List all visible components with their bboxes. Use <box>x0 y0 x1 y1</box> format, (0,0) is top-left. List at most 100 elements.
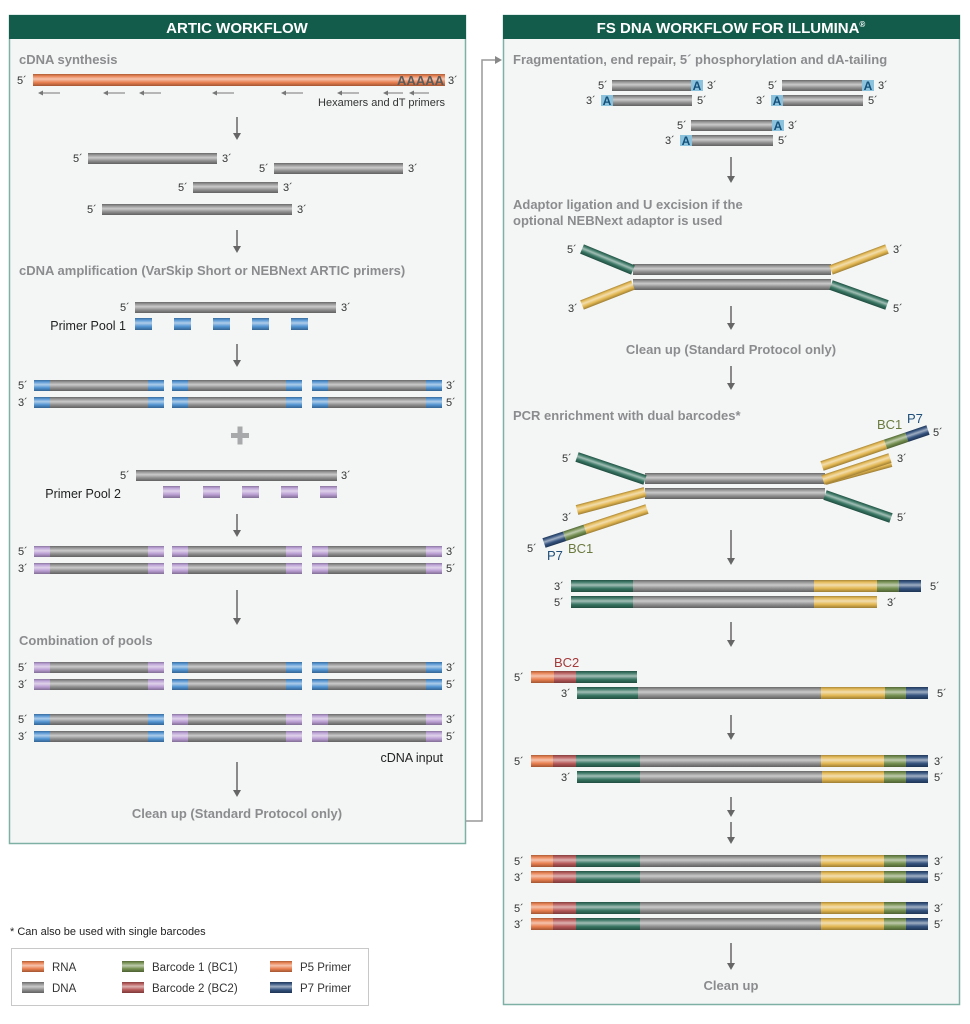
three-prime-label: 3´ <box>788 120 798 132</box>
dna-segment <box>633 596 814 608</box>
amplicon-strand <box>172 380 302 391</box>
primer-pool-1-segment <box>172 397 188 408</box>
three-prime-label: 3´ <box>446 546 456 558</box>
adaptor-yellow-segment <box>814 580 877 592</box>
p7-segment <box>906 755 928 767</box>
adaptor-green-segment <box>576 855 640 867</box>
three-prime-label: 3´ <box>562 512 572 524</box>
legend-swatch <box>270 961 292 972</box>
primer-pool-2-segment <box>286 731 302 742</box>
primer-pool-2-segment <box>34 679 50 690</box>
primer-arrow-icon <box>337 90 359 96</box>
three-prime-label: 3´ <box>665 135 675 147</box>
down-arrow-icon <box>727 157 735 183</box>
dna-segment <box>328 397 426 408</box>
legend-label: Barcode 1 (BC1) <box>152 962 238 974</box>
template-strand <box>136 470 337 481</box>
down-arrow-icon <box>233 590 241 625</box>
primer-pool-1-segment <box>148 380 164 391</box>
five-prime-label: 5´ <box>933 427 943 439</box>
insert-strand <box>645 473 825 484</box>
hexamers-label: Hexamers and dT primers <box>318 97 445 109</box>
legend-item: DNA <box>22 982 77 995</box>
arrow-head <box>233 618 241 625</box>
five-prime-label: 5´ <box>178 182 188 194</box>
dna-segment <box>188 662 286 673</box>
bc2-segment <box>553 918 576 930</box>
five-prime-label: 5´ <box>897 512 907 524</box>
fragment-strand <box>612 80 691 91</box>
primer-arrow-icon <box>139 90 161 96</box>
five-prime-label: 5´ <box>554 597 564 609</box>
insert-strand <box>633 264 831 275</box>
arrow-head <box>727 383 735 390</box>
primer-pool-2-primer <box>163 486 180 498</box>
amplicon-strand <box>312 546 442 557</box>
arrow-head <box>409 90 414 96</box>
a-tail-box <box>680 135 692 146</box>
primer-pool-2-primer <box>203 486 220 498</box>
dna-segment <box>50 380 148 391</box>
amplicon-strand <box>34 731 164 742</box>
primer-pool-1-segment <box>34 397 50 408</box>
amplicon-strand <box>34 380 164 391</box>
a-base-label: A <box>682 134 691 148</box>
p7-segment <box>542 531 567 548</box>
amplicon-strand <box>34 546 164 557</box>
p7-segment <box>906 771 928 783</box>
p7-segment <box>906 918 928 930</box>
primer-arrow-icon <box>281 90 303 96</box>
dna-segment <box>633 279 831 290</box>
primer-pool-1-segment <box>286 380 302 391</box>
legend-item: P5 Primer <box>270 961 351 974</box>
library-strand <box>531 902 928 914</box>
arrow-head <box>727 558 735 565</box>
adaptor-arm-green <box>575 452 647 485</box>
step-artic-cleanup: Clean up (Standard Protocol only) <box>132 806 342 821</box>
down-arrow-icon <box>233 230 241 253</box>
legend-swatch <box>122 961 144 972</box>
cdna-fragment <box>88 153 217 164</box>
primer-pool-2-segment <box>172 731 188 742</box>
p7-segment <box>906 871 928 883</box>
dna-segment <box>640 755 821 767</box>
adaptor-yellow-segment <box>814 596 877 608</box>
five-prime-label: 5´ <box>934 772 944 784</box>
dna-segment <box>640 902 821 914</box>
dna-segment <box>328 679 426 690</box>
legend-box <box>11 948 369 1006</box>
three-prime-label: 3´ <box>586 95 596 107</box>
arrow-head <box>281 90 286 96</box>
five-prime-label: 5´ <box>527 543 537 555</box>
primer-pool-1-segment <box>172 662 188 673</box>
amplicon-strand <box>312 714 442 725</box>
five-prime-label: 5´ <box>259 163 269 175</box>
adaptor-green-segment <box>576 918 640 930</box>
primer-pool-2-segment <box>34 662 50 673</box>
a-tail-box <box>862 80 874 91</box>
three-prime-label: 3´ <box>18 563 28 575</box>
arrow-head <box>233 360 241 367</box>
adaptor-yellow-segment <box>829 244 889 275</box>
dna-segment <box>188 380 286 391</box>
legend-label: P7 Primer <box>300 983 351 995</box>
dna-segment <box>50 662 148 673</box>
p5-segment <box>531 755 553 767</box>
five-prime-label: 5´ <box>598 80 608 92</box>
down-arrow-icon <box>233 344 241 367</box>
adaptor-arm-yellow <box>575 487 647 515</box>
three-prime-label: 3´ <box>554 581 564 593</box>
three-prime-label: 3´ <box>514 872 524 884</box>
amplicon-strand <box>312 662 442 673</box>
three-prime-label: 3´ <box>341 470 351 482</box>
a-base-label: A <box>773 94 782 108</box>
workflow-connector <box>466 56 502 822</box>
dna-segment <box>50 679 148 690</box>
artic-title: ARTIC WORKFLOW <box>166 20 308 37</box>
adaptor-yellow-segment <box>583 504 649 535</box>
legend-label: DNA <box>52 983 77 995</box>
dna-segment <box>640 918 821 930</box>
primer-pool-1-segment <box>312 397 328 408</box>
arrow-head <box>727 837 735 844</box>
pcr-primer-top-short <box>821 453 892 485</box>
